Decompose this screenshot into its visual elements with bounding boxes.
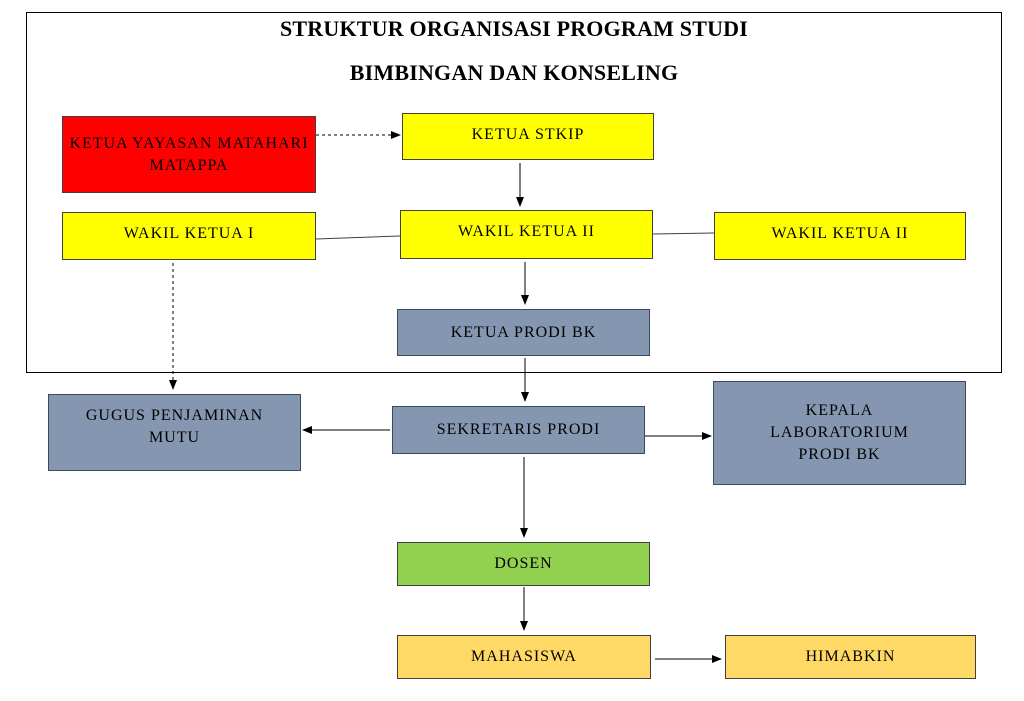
- node-mahasiswa: MAHASISWA: [397, 635, 651, 679]
- node-ketua-prodi: KETUA PRODI BK: [397, 309, 650, 356]
- node-dosen: DOSEN: [397, 542, 650, 586]
- node-wakil-ketua-1: WAKIL KETUA I: [62, 212, 316, 260]
- node-ketua-stkip: KETUA STKIP: [402, 113, 654, 160]
- connector-wakil1-wakil2: [315, 235, 401, 240]
- node-himabkin: HIMABKIN: [725, 635, 976, 679]
- node-wakil-ketua-2-center: WAKIL KETUA II: [400, 210, 653, 259]
- node-ketua-yayasan: KETUA YAYASAN MATAHARI MATAPPA: [62, 116, 316, 193]
- chart-title-line-2: BIMBINGAN DAN KONSELING: [349, 60, 679, 85]
- node-kepala-laboratorium: KEPALA LABORATORIUM PRODI BK: [713, 381, 966, 485]
- node-wakil-ketua-2-right: WAKIL KETUA II: [714, 212, 966, 260]
- connector-wakil2-wakil2right: [652, 232, 715, 235]
- chart-title-line-1: STRUKTUR ORGANISASI PROGRAM STUDI: [279, 16, 749, 41]
- header-frame: [26, 12, 1002, 373]
- node-sekretaris-prodi: SEKRETARIS PRODI: [392, 406, 645, 454]
- node-gugus-penjaminan-mutu: GUGUS PENJAMINAN MUTU: [48, 394, 301, 471]
